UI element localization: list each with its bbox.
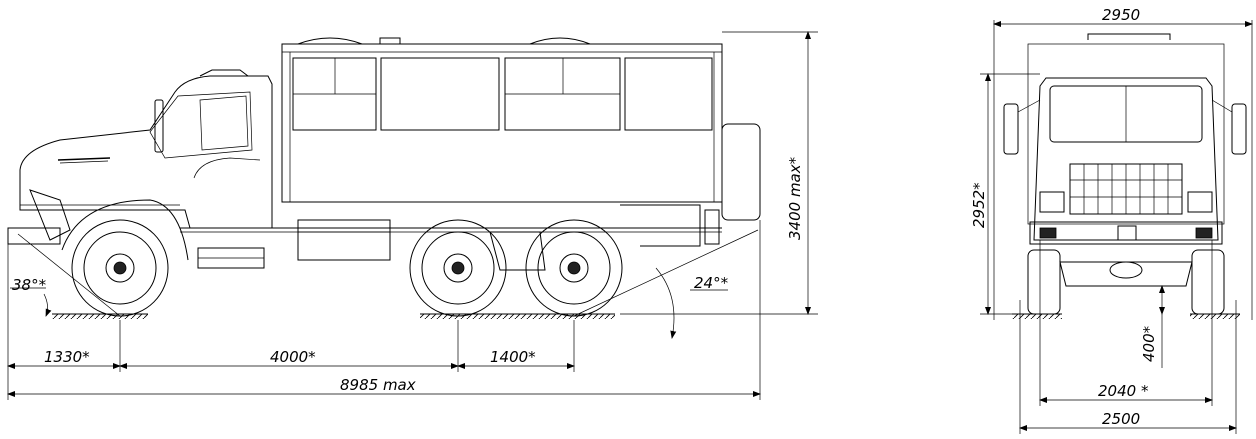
dim-bogie: 1400* [457,348,575,369]
approach-angle-label: 38°* [12,276,47,294]
dim-overall-width: 2950 [993,6,1253,27]
dim-wheelbase: 4000* [119,348,459,369]
ground-line-side [52,313,615,319]
overall-height-label: 3400 max* [786,156,804,240]
left-mirror [1003,103,1019,155]
front-height-label: 2952* [970,182,988,228]
truck-cab [7,69,273,269]
approach-angle: 38°* [10,233,121,317]
dim-front-overhang: 1330* [7,348,121,369]
dim-body-width: 2500 [1019,410,1237,431]
front-cab [1003,77,1247,245]
front-view: 2950 2952* 400* 2040 * 2500 [970,6,1253,434]
window-4 [624,57,713,131]
right-mirror [1231,103,1247,155]
crew-body [281,37,761,221]
dim-ground-clearance: 400* [1126,285,1170,368]
dim-front-height: 2952* [970,73,1040,315]
rear-wheel-2 [525,219,623,317]
front-left-tire [1027,249,1061,315]
dim-overall-height: 3400 max* [620,31,818,315]
front-wheel [61,199,189,317]
track-label: 2040 * [1098,382,1149,400]
chassis [180,204,722,271]
window-2 [380,57,500,131]
wheelbase-label: 4000* [270,348,316,366]
rear-wheel-1 [409,219,507,317]
side-view: 38°* 24°* 1330* 4000* 1400* [7,31,818,400]
dim-overall-length: 8985 max [7,376,761,397]
ground-clearance-label: 400* [1140,325,1158,362]
overall-length-label: 8985 max [340,376,416,394]
overall-width-label: 2950 [1102,6,1140,24]
departure-angle: 24°* [573,229,759,339]
dim-track: 2040 * [1039,382,1213,403]
bogie-spacing-label: 1400* [490,348,536,366]
body-width-label: 2500 [1102,410,1140,428]
front-overhang-label: 1330* [44,348,90,366]
departure-angle-label: 24°* [694,274,729,292]
front-right-tire [1191,249,1225,315]
